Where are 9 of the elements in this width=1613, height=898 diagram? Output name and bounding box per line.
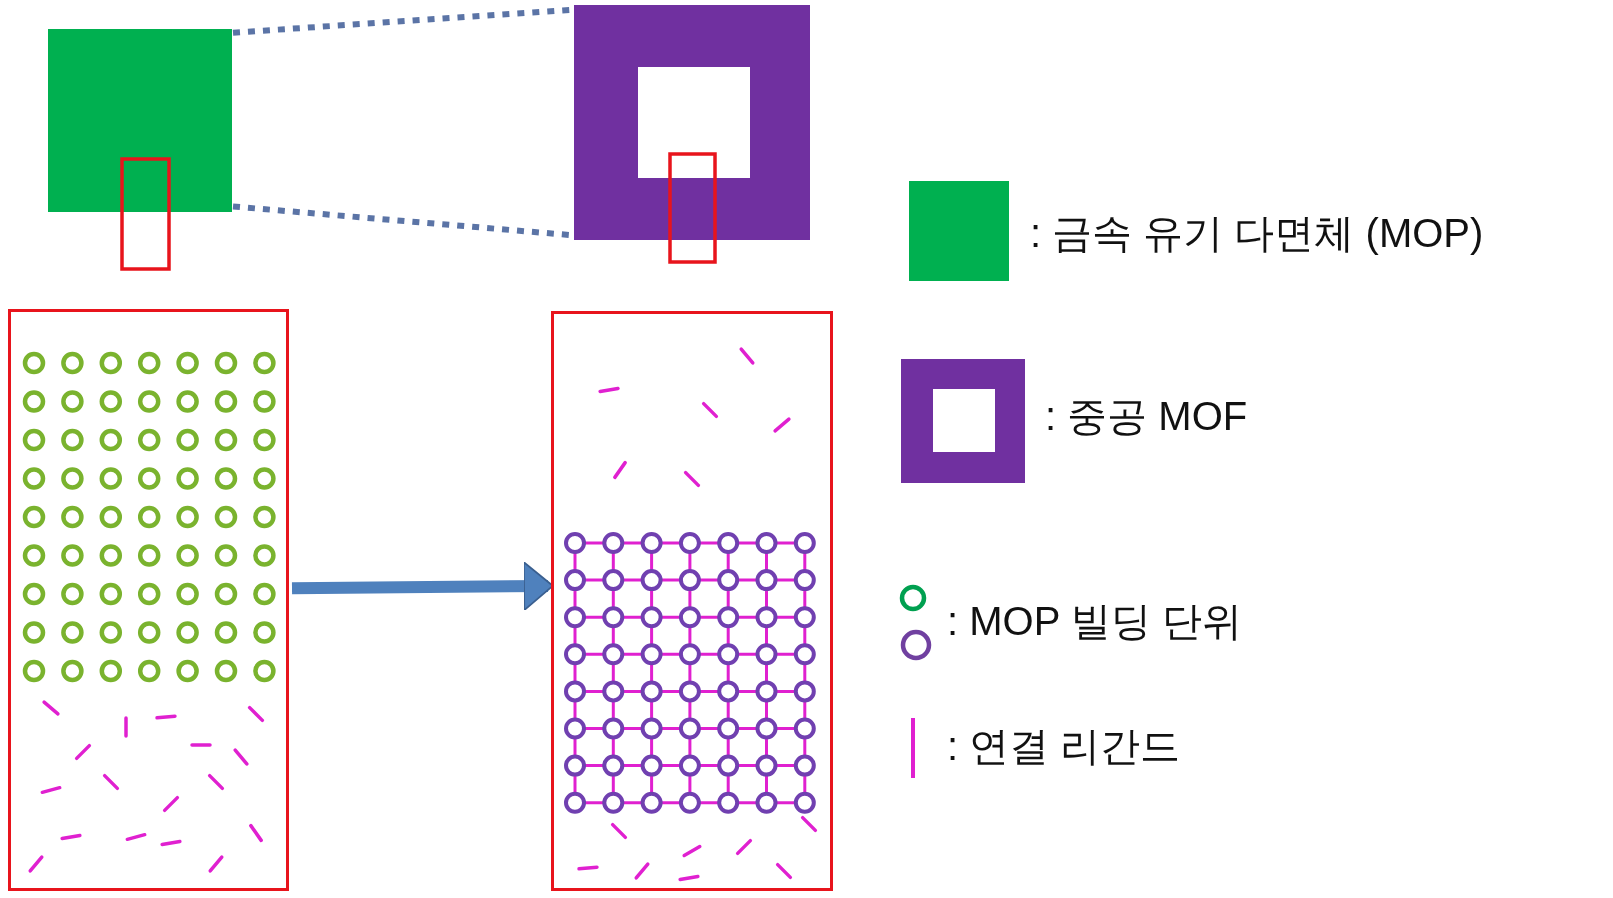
legend-label: : 연결 리간드 (947, 726, 1181, 766)
zoomed-panel (8, 309, 289, 891)
arrow (291, 561, 554, 612)
legend-label: : 금속 유기 다면체 (MOP) (1030, 213, 1484, 253)
legend-label: : MOP 빌딩 단위 (947, 601, 1242, 641)
hollow-square (574, 5, 810, 240)
zoomed-panel (551, 311, 833, 891)
legend-label: : 중공 MOF (1045, 396, 1248, 436)
filled-square (48, 29, 232, 212)
